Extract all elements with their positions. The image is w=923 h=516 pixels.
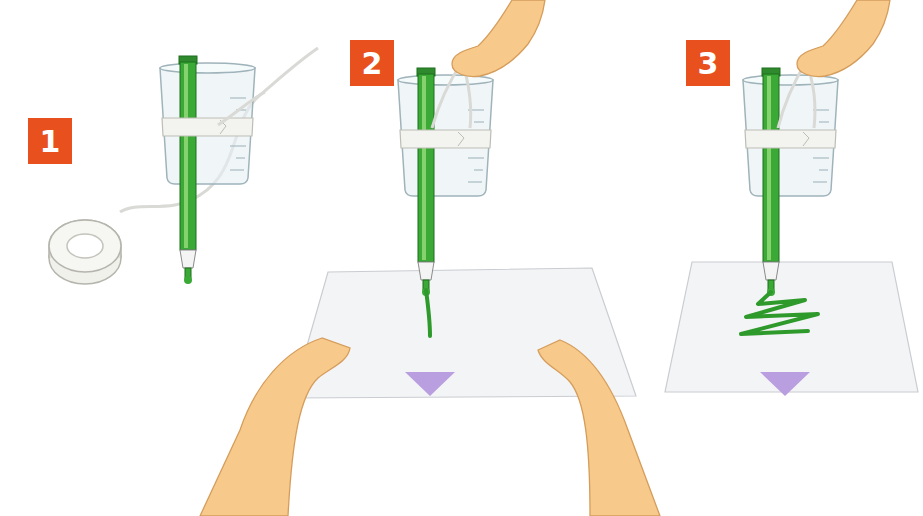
hand xyxy=(538,340,660,516)
drawn-zigzag xyxy=(741,292,818,334)
hand xyxy=(200,338,350,516)
drawn-line xyxy=(426,290,430,336)
tape-roll xyxy=(49,220,121,284)
step-badge: 2 xyxy=(350,40,394,86)
direction-arrow xyxy=(760,372,810,396)
cup-with-marker xyxy=(160,56,255,284)
step-badge: 3 xyxy=(686,40,730,86)
step-number: 2 xyxy=(362,46,383,81)
step-badge: 1 xyxy=(28,118,72,164)
hand xyxy=(452,0,545,77)
direction-arrow xyxy=(405,372,455,396)
hand xyxy=(797,0,890,77)
cup-with-marker xyxy=(743,68,838,296)
cup-with-marker xyxy=(398,68,493,296)
step-number: 3 xyxy=(698,46,719,81)
step-number: 1 xyxy=(40,124,61,159)
string xyxy=(218,92,265,125)
